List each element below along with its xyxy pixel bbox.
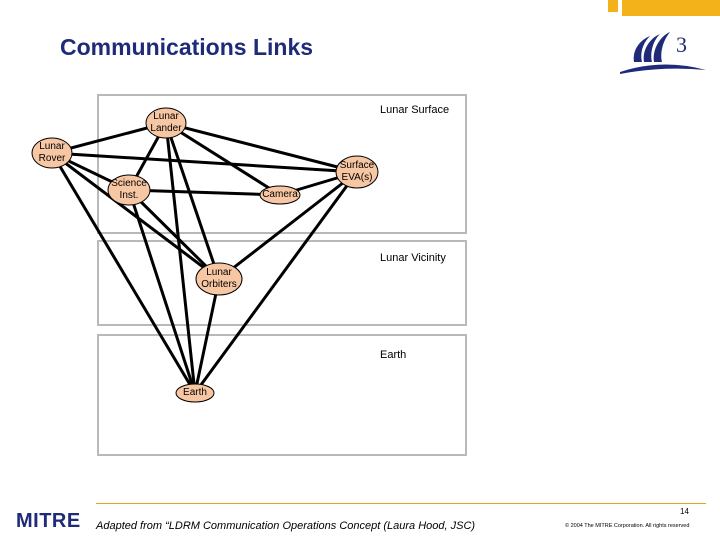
link-science-orbiters (127, 188, 221, 281)
node-shape-eva (335, 155, 379, 189)
link-lander-orbiters (164, 121, 221, 281)
region-earth (97, 334, 467, 456)
node-label-eva: Surface EVA(s) (339, 160, 375, 183)
c3-logo-number: 3 (676, 32, 687, 57)
link-rover-earth-node (50, 151, 197, 395)
node-label-orbiters: Lunar Orbiters (201, 267, 237, 290)
link-lander-camera (164, 121, 282, 197)
link-rover-eva (50, 151, 359, 174)
node-label-camera: Camera (262, 189, 298, 200)
link-eva-earth-node (193, 170, 359, 395)
node-shape-earth-node (175, 383, 215, 403)
link-eva-orbiters (217, 170, 359, 281)
node-shape-lander (145, 107, 187, 139)
footer-divider (96, 503, 706, 504)
node-shape-orbiters (195, 262, 243, 296)
corner-accent-bar (622, 0, 720, 16)
c3-logo-icon: 3 (620, 32, 706, 74)
region-label-earth: Earth (380, 349, 407, 361)
copyright-notice: © 2004 The MITRE Corporation. All rights… (565, 523, 690, 529)
region-label-lunar-vicinity: Lunar Vicinity (380, 252, 446, 264)
link-science-camera (127, 188, 282, 197)
slide-title: Communications Links (60, 34, 314, 60)
node-label-lander: Lunar Lander (150, 111, 182, 134)
link-rover-orbiters (50, 151, 221, 281)
node-shape-rover (31, 137, 73, 169)
region-lunar-surface (97, 94, 467, 234)
mitre-logo: MITRE (16, 510, 81, 532)
node-shape-camera (259, 185, 301, 205)
link-orbiters-earth-node (193, 277, 221, 395)
page-number: 14 (680, 507, 689, 516)
node-label-rover: Lunar Rover (38, 141, 66, 164)
node-label-earth-node: Earth (183, 387, 207, 398)
region-label-lunar-surface: Lunar Surface (380, 104, 450, 116)
source-note: Adapted from “LDRM Communication Operati… (96, 520, 476, 532)
link-lander-eva (164, 121, 359, 174)
corner-accent-notch (608, 0, 618, 12)
node-shape-science (107, 174, 151, 206)
node-label-science: Science Inst. (111, 178, 147, 201)
link-lander-earth-node (164, 121, 197, 395)
link-science-earth-node (127, 188, 197, 395)
